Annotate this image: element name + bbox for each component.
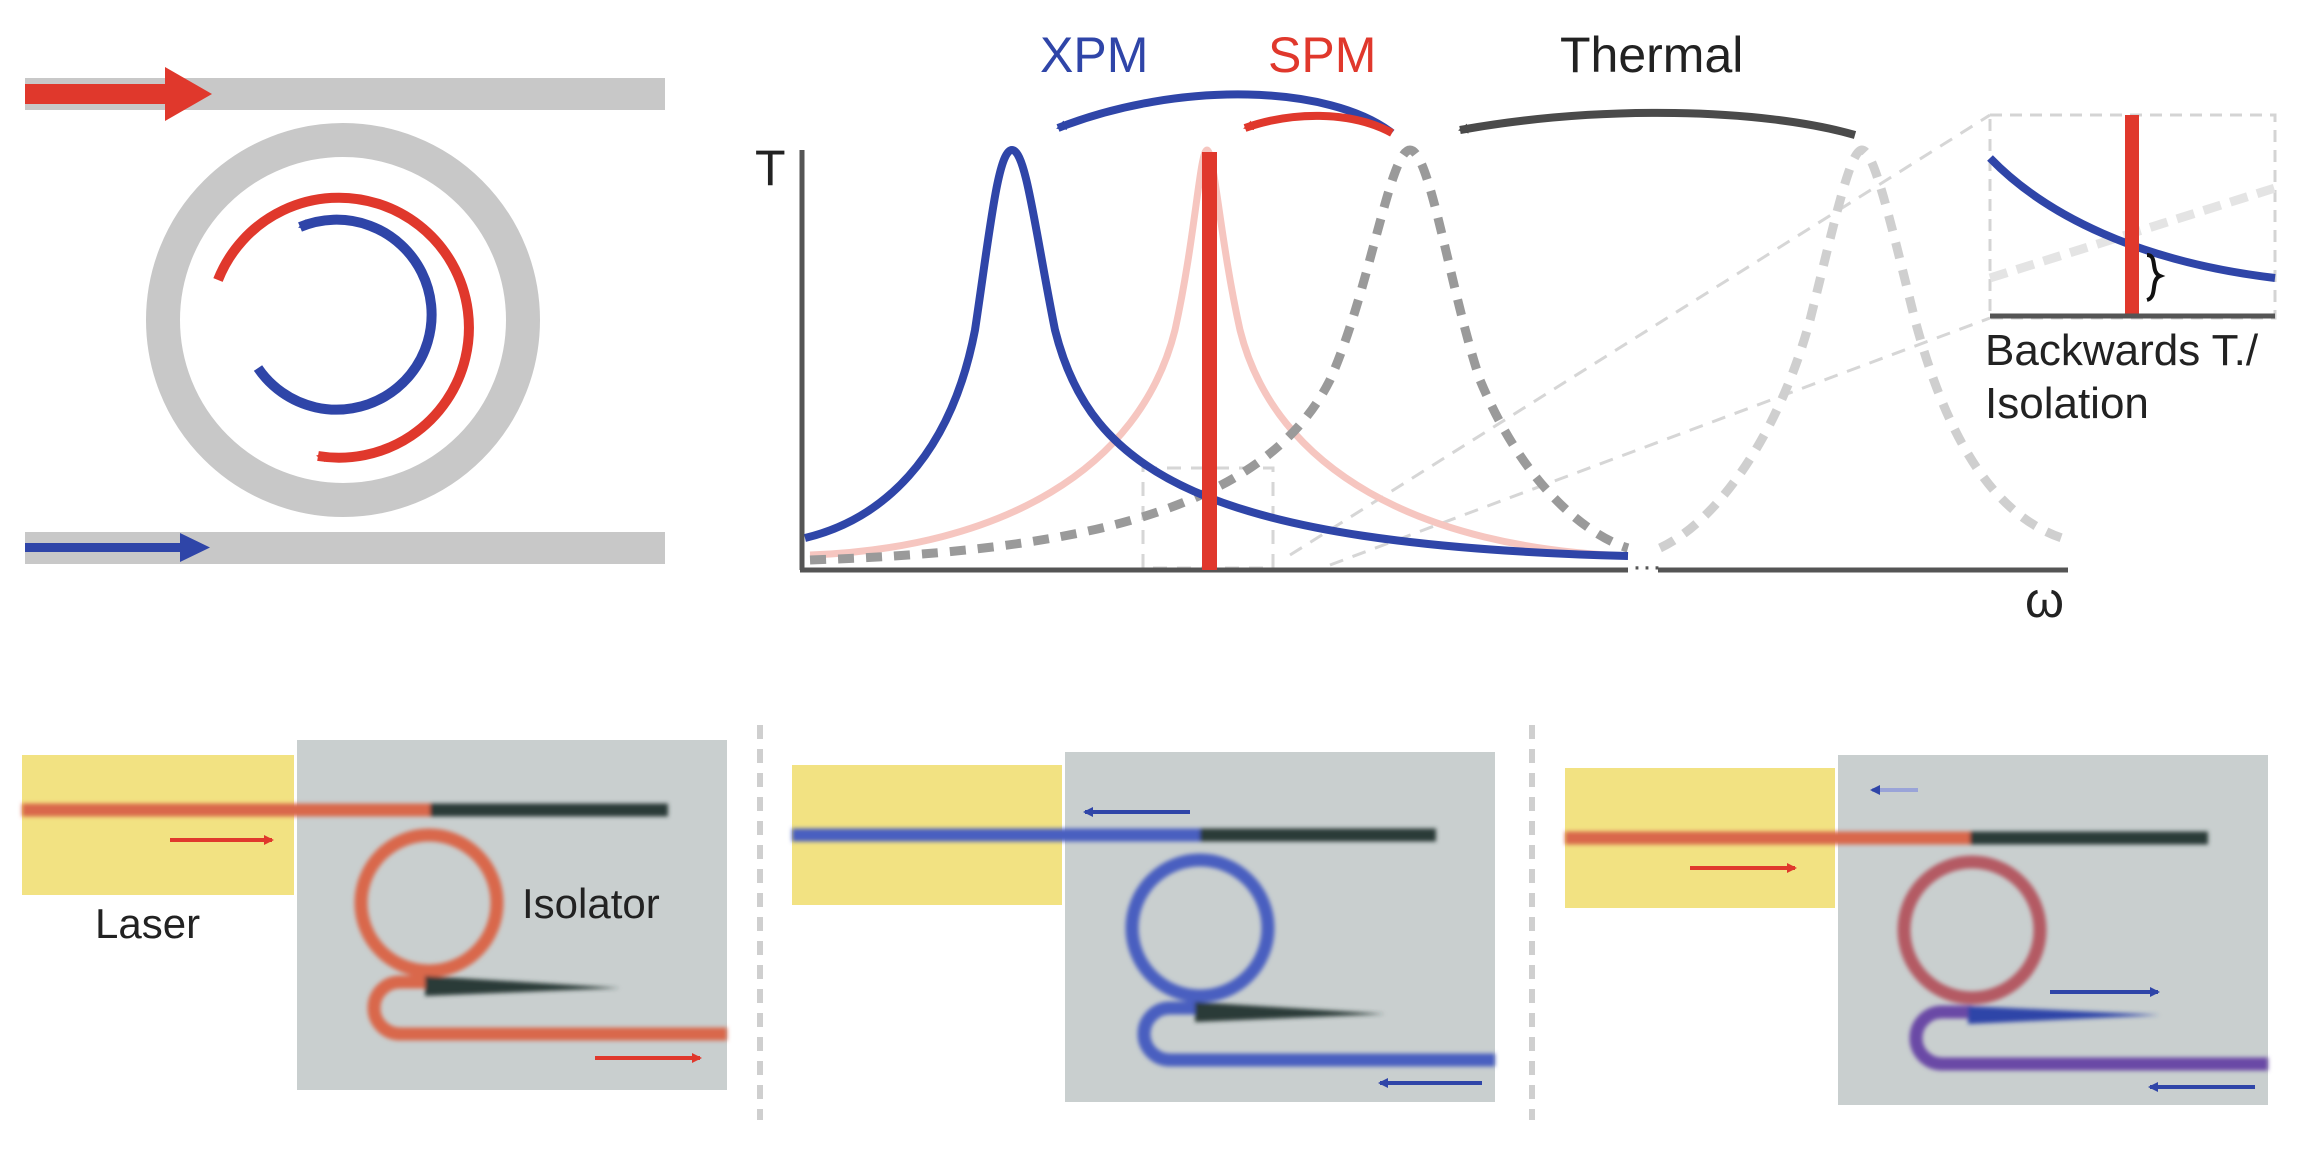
panel-dividers xyxy=(757,725,1535,1120)
isolation-inset: Backwards T./ Isolation xyxy=(1985,113,2277,428)
inset-caption-line1: Backwards T./ xyxy=(1985,326,2259,375)
curved-arrow-icon xyxy=(213,192,474,463)
brace-icon xyxy=(2146,253,2166,302)
isolator-label: Isolator xyxy=(522,880,660,927)
spm-resonance-curve xyxy=(809,146,1629,560)
laser-chip xyxy=(22,755,294,895)
curved-arrow-icon xyxy=(1056,90,1395,137)
chip-panel-combined xyxy=(1565,755,2268,1105)
laser-label: Laser xyxy=(95,900,200,947)
ring-waveguide xyxy=(146,123,540,517)
chip-panel-forward: Laser Isolator xyxy=(22,740,727,1090)
laser-line xyxy=(1202,152,1217,570)
transmission-spectrum: ··· T ω XPM SPM Thermal Backwards T./ xyxy=(755,27,2277,628)
inset-caption-line2: Isolation xyxy=(1985,379,2149,428)
thermal-resonance-curve xyxy=(1658,145,2070,553)
curved-arrow-icon xyxy=(1458,108,1857,139)
chip-panel-backward xyxy=(792,752,1495,1102)
xpm-label: XPM xyxy=(1040,27,1148,83)
right-arrow-icon xyxy=(25,533,210,562)
curved-arrow-icon xyxy=(253,214,437,415)
curved-arrow-icon xyxy=(1243,111,1394,137)
thermal-label: Thermal xyxy=(1560,27,1743,83)
y-axis-label: T xyxy=(755,140,786,196)
x-axis-label: ω xyxy=(2025,572,2064,628)
zoom-guide-lines xyxy=(1141,113,1991,570)
spm-label: SPM xyxy=(1268,27,1376,83)
cold-resonance-curve xyxy=(809,145,1630,565)
ring-resonator-schematic xyxy=(25,67,665,564)
axis-break-dots: ··· xyxy=(1632,550,1662,583)
right-arrow-icon xyxy=(25,67,212,121)
